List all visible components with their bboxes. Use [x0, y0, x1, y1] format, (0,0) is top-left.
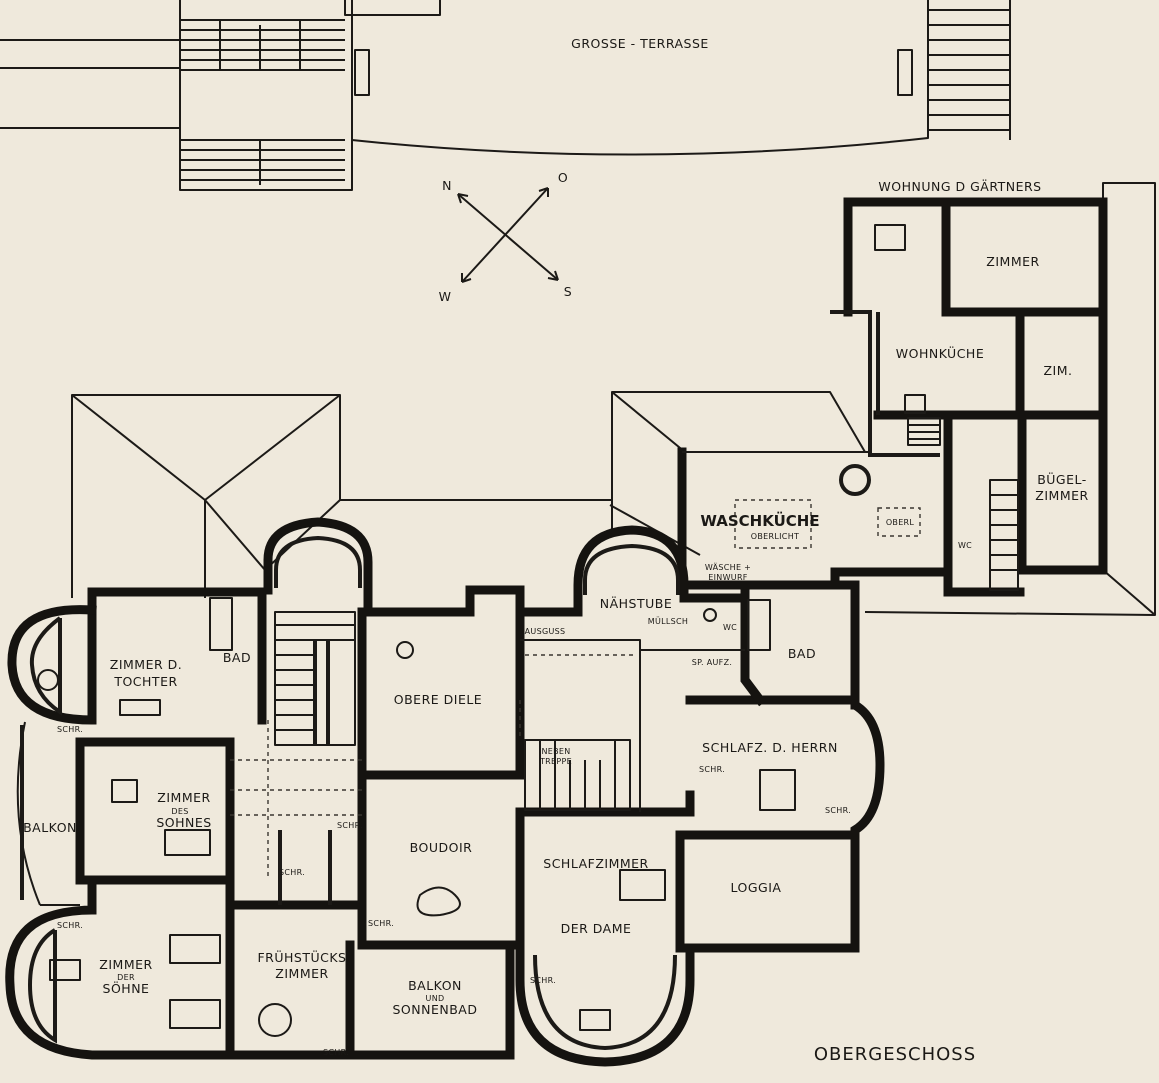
compass-w: W [439, 289, 452, 304]
room-naehstube: NÄHSTUBE [600, 596, 673, 611]
room-fruehstueck-line2: ZIMMER [275, 966, 328, 981]
compass-o: O [558, 170, 568, 185]
room-sp-aufz: SP. AUFZ. [692, 658, 732, 667]
room-soehne-line1: ZIMMER [99, 957, 152, 972]
sohnes-bed [164, 829, 211, 856]
room-soehne-line3: SÖHNE [103, 980, 150, 996]
soehne-bed-2 [169, 999, 221, 1029]
room-waschkueche: WASCHKÜCHE [700, 511, 819, 530]
diele-plant [396, 641, 414, 659]
room-tochter-line2: TOCHTER [113, 674, 177, 689]
room-obere-diele: OBERE DIELE [394, 692, 482, 707]
bad-tub-right [747, 599, 771, 651]
room-der-dame: DER DAME [561, 921, 632, 936]
furniture [37, 597, 796, 1037]
tochter-chair [37, 669, 59, 691]
terrace-label: GROSSE - TERRASSE [571, 36, 709, 51]
herrn-bed [759, 769, 796, 811]
schr-label-6: SCHR. [530, 976, 556, 985]
main-house-walls [5, 517, 885, 1067]
room-muellsch: MÜLLSCH [648, 616, 688, 626]
schr-label-8: SCHR. [825, 806, 851, 815]
dame-dresser [579, 1009, 611, 1031]
schr-label-7: SCHR. [699, 765, 725, 774]
room-zim: ZIM. [1043, 363, 1072, 378]
roof-outline-left [71, 394, 341, 598]
dame-bed [619, 869, 666, 901]
room-wohnkueche: WOHNKÜCHE [896, 345, 984, 361]
terrace-stair-left [180, 19, 345, 185]
gardener-stove [904, 394, 926, 414]
sohnes-desk [111, 779, 138, 803]
room-wc-main: WC [723, 623, 737, 632]
planter-left [354, 49, 370, 96]
terrace-stair-right [928, 0, 1011, 140]
room-sonnenbad-line3: SONNENBAD [393, 1002, 478, 1017]
room-sohnes-line3: SOHNES [156, 815, 211, 830]
room-boudoir: BOUDOIR [410, 840, 473, 855]
room-zimmer: ZIMMER [986, 254, 1039, 269]
room-buegel-line1: BÜGEL- [1037, 471, 1087, 487]
room-nebentreppe-line2: TREPPE [539, 757, 572, 766]
terrace-area [0, 0, 1011, 191]
plan-title: OBERGESCHOSS [814, 1044, 976, 1065]
room-schlafz-herrn: SCHLAFZ. D. HERRN [702, 740, 838, 755]
tochter-desk [119, 699, 161, 716]
room-waesche-line1: WÄSCHE + [705, 562, 751, 572]
gardener-dwelling [677, 197, 1108, 597]
gardener-bath-tub [874, 224, 906, 251]
room-oberlicht: OBERLICHT [751, 532, 799, 541]
schr-label-2: SCHR. [57, 921, 83, 930]
room-tochter-line1: ZIMMER D. [110, 657, 182, 672]
boudoir-table [416, 886, 461, 917]
waschkueche-boiler [839, 464, 871, 496]
schr-label-9: SCHR. [323, 1048, 349, 1057]
gardener-stair [907, 417, 1019, 591]
room-sonnenbad-line2: UND [426, 994, 445, 1003]
wc-bowl [703, 608, 717, 622]
room-balkon-left: BALKON [23, 820, 77, 835]
roof-outline-right [864, 182, 1156, 616]
room-sohnes-line2: DES [171, 807, 188, 816]
planter-right [897, 49, 913, 96]
waschkueche-skylight [734, 499, 812, 549]
soehne-desk [49, 959, 81, 981]
room-bad-left: BAD [223, 650, 251, 665]
room-nebentreppe-line1: NEBEN [541, 747, 570, 756]
fruehstueck-table [258, 1003, 292, 1037]
room-wc-gardener: WC [958, 541, 972, 550]
soehne-bed-1 [169, 934, 221, 964]
main-stair [274, 611, 356, 746]
bad-tub-left [209, 597, 233, 651]
room-sonnenbad-line1: BALKON [408, 978, 462, 993]
compass-s: S [564, 284, 572, 299]
compass-n: N [442, 178, 452, 193]
room-ausguss: AUSGUSS [525, 627, 566, 636]
waschkueche-oberl [877, 507, 921, 537]
room-schlafzimmer: SCHLAFZIMMER [543, 856, 648, 871]
schr-label-3: SCHR. [279, 868, 305, 877]
room-oberl: OBERL [886, 518, 915, 527]
schr-label-1: SCHR. [57, 725, 83, 734]
room-buegel-line2: ZIMMER [1035, 488, 1088, 503]
compass-rose [457, 187, 559, 283]
roof-outline-middle [340, 391, 866, 556]
room-bad-right: BAD [788, 646, 816, 661]
room-loggia: LOGGIA [731, 880, 782, 895]
schr-label-4: SCHR. [337, 821, 363, 830]
room-sohnes-line1: ZIMMER [157, 790, 210, 805]
gardener-label: WOHNUNG D GÄRTNERS [878, 179, 1041, 194]
room-soehne-line2: DER [117, 973, 135, 982]
room-waesche-line2: EINWURF [708, 573, 748, 582]
schr-label-5: SCHR. [368, 919, 394, 928]
nebentreppe-stair [524, 739, 631, 811]
room-fruehstueck-line1: FRÜHSTÜCKS [257, 949, 346, 965]
